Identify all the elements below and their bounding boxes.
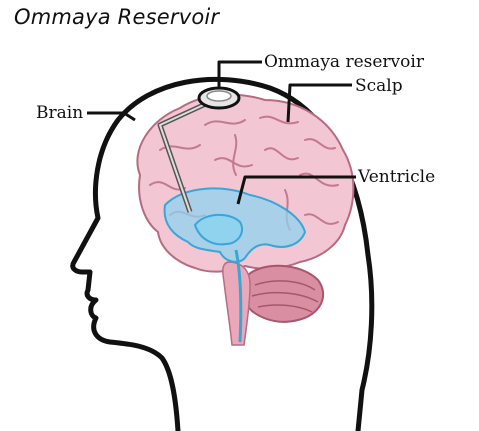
label-ommaya-reservoir: Ommaya reservoir	[264, 52, 425, 72]
brain-stem	[223, 262, 250, 345]
label-ventricle: Ventricle	[357, 167, 435, 187]
label-scalp: Scalp	[355, 76, 403, 96]
cerebellum	[242, 266, 323, 322]
brain-leader	[87, 113, 135, 120]
label-brain: Brain	[36, 103, 83, 123]
